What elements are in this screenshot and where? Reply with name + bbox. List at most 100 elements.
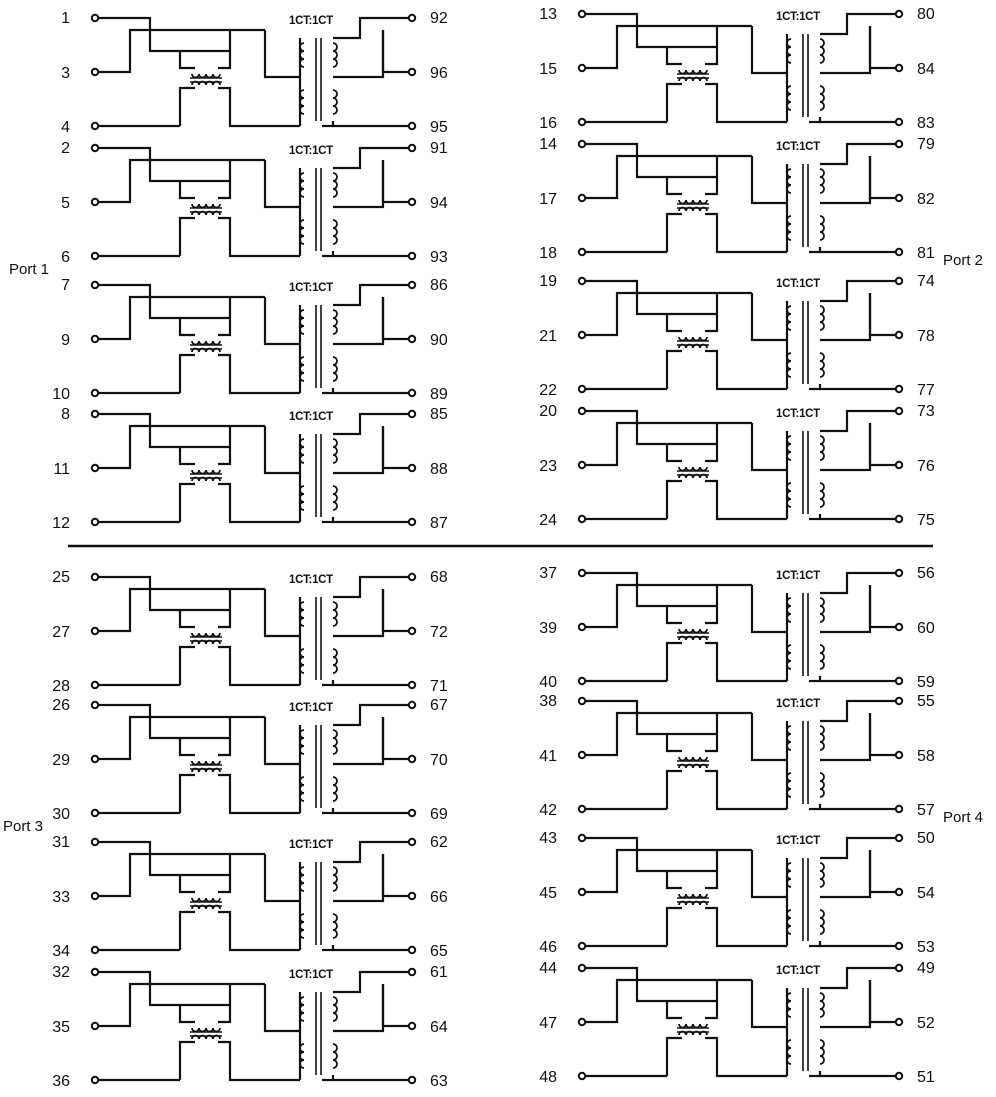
turns-ratio-label: 1CT:1CT xyxy=(289,574,333,586)
pin-terminal xyxy=(577,139,587,149)
choke-winding xyxy=(191,1034,221,1040)
choke-winding xyxy=(191,73,221,79)
pin-terminal xyxy=(894,750,904,760)
wire xyxy=(868,850,899,894)
pin-terminal xyxy=(90,334,100,344)
pin-number-label: 40 xyxy=(539,674,557,691)
pin-number-label: 10 xyxy=(52,386,70,403)
pin-terminal xyxy=(407,334,417,344)
wire xyxy=(705,906,787,948)
choke-winding xyxy=(678,199,708,205)
primary-winding xyxy=(786,38,792,64)
wire xyxy=(582,142,717,179)
wire xyxy=(750,156,787,205)
primary-winding xyxy=(299,648,305,674)
wire xyxy=(705,1036,787,1078)
wire xyxy=(582,848,752,894)
pin-terminal xyxy=(894,1017,904,1027)
choke-winding xyxy=(191,476,221,482)
pin-number-label: 68 xyxy=(430,569,448,586)
wire xyxy=(582,571,717,608)
secondary-winding xyxy=(332,601,338,627)
secondary-winding xyxy=(332,1043,338,1069)
pin-terminal xyxy=(90,280,100,290)
wire xyxy=(218,86,300,128)
turns-ratio-label: 1CT:1CT xyxy=(289,145,333,157)
secondary-winding xyxy=(819,38,825,64)
pin-number-label: 72 xyxy=(430,624,448,641)
pin-number-label: 61 xyxy=(430,964,448,981)
pin-terminal xyxy=(90,197,100,207)
wire xyxy=(263,160,300,209)
pin-number-label: 49 xyxy=(917,960,935,977)
turns-ratio-label: 1CT:1CT xyxy=(776,698,820,710)
pin-number-label: 55 xyxy=(917,693,935,710)
pin-number-label: 25 xyxy=(52,569,70,586)
pin-number-label: 60 xyxy=(917,620,935,637)
wire xyxy=(705,641,787,683)
pin-number-label: 24 xyxy=(539,512,557,529)
pin-number-label: 30 xyxy=(52,806,70,823)
pin-number-label: 54 xyxy=(917,885,935,902)
wire xyxy=(178,181,195,200)
wire xyxy=(95,852,265,898)
pin-number-label: 83 xyxy=(917,115,935,132)
pin-terminal xyxy=(407,808,417,818)
choke-winding xyxy=(678,900,708,906)
wire xyxy=(868,585,899,629)
pin-terminal xyxy=(577,1071,587,1081)
pin-terminal xyxy=(894,568,904,578)
pin-terminal xyxy=(894,276,904,286)
pin-terminal xyxy=(90,463,100,473)
pin-terminal xyxy=(90,891,100,901)
wire xyxy=(750,423,787,472)
wire xyxy=(178,86,195,126)
secondary-winding xyxy=(332,729,338,755)
wire xyxy=(218,645,300,687)
wire xyxy=(178,645,195,685)
pin-number-label: 95 xyxy=(430,119,448,136)
wire xyxy=(333,575,412,599)
wire xyxy=(95,28,265,74)
wire xyxy=(218,160,232,200)
wire xyxy=(820,699,899,723)
pin-number-label: 90 xyxy=(430,332,448,349)
secondary-winding xyxy=(819,352,825,378)
wire xyxy=(818,384,899,391)
choke-winding xyxy=(678,206,708,212)
wire xyxy=(582,711,752,757)
wire xyxy=(331,388,412,395)
pin-terminal xyxy=(577,887,587,897)
pin-terminal xyxy=(407,121,417,131)
wire xyxy=(750,980,787,1029)
pin-terminal xyxy=(894,384,904,394)
pin-terminal xyxy=(894,63,904,73)
wire xyxy=(705,769,787,811)
wire xyxy=(665,82,682,122)
pin-number-label: 89 xyxy=(430,386,448,403)
choke-winding xyxy=(191,210,221,216)
secondary-winding xyxy=(819,772,825,798)
secondary-winding xyxy=(819,168,825,194)
secondary-winding xyxy=(332,356,338,382)
primary-winding xyxy=(786,644,792,670)
primary-winding xyxy=(299,356,305,382)
wire xyxy=(218,910,300,952)
primary-winding xyxy=(786,862,792,888)
wire xyxy=(665,906,682,946)
pin-number-label: 80 xyxy=(917,6,935,23)
wire xyxy=(705,212,787,254)
wire xyxy=(818,247,899,254)
pin-number-label: 20 xyxy=(539,403,557,420)
pin-number-label: 27 xyxy=(52,624,70,641)
pin-number-label: 76 xyxy=(917,458,935,475)
wire xyxy=(868,156,899,200)
wire xyxy=(333,146,412,170)
wire xyxy=(665,349,682,389)
pin-terminal xyxy=(407,143,417,153)
wire xyxy=(95,158,265,204)
pin-terminal xyxy=(577,117,587,127)
